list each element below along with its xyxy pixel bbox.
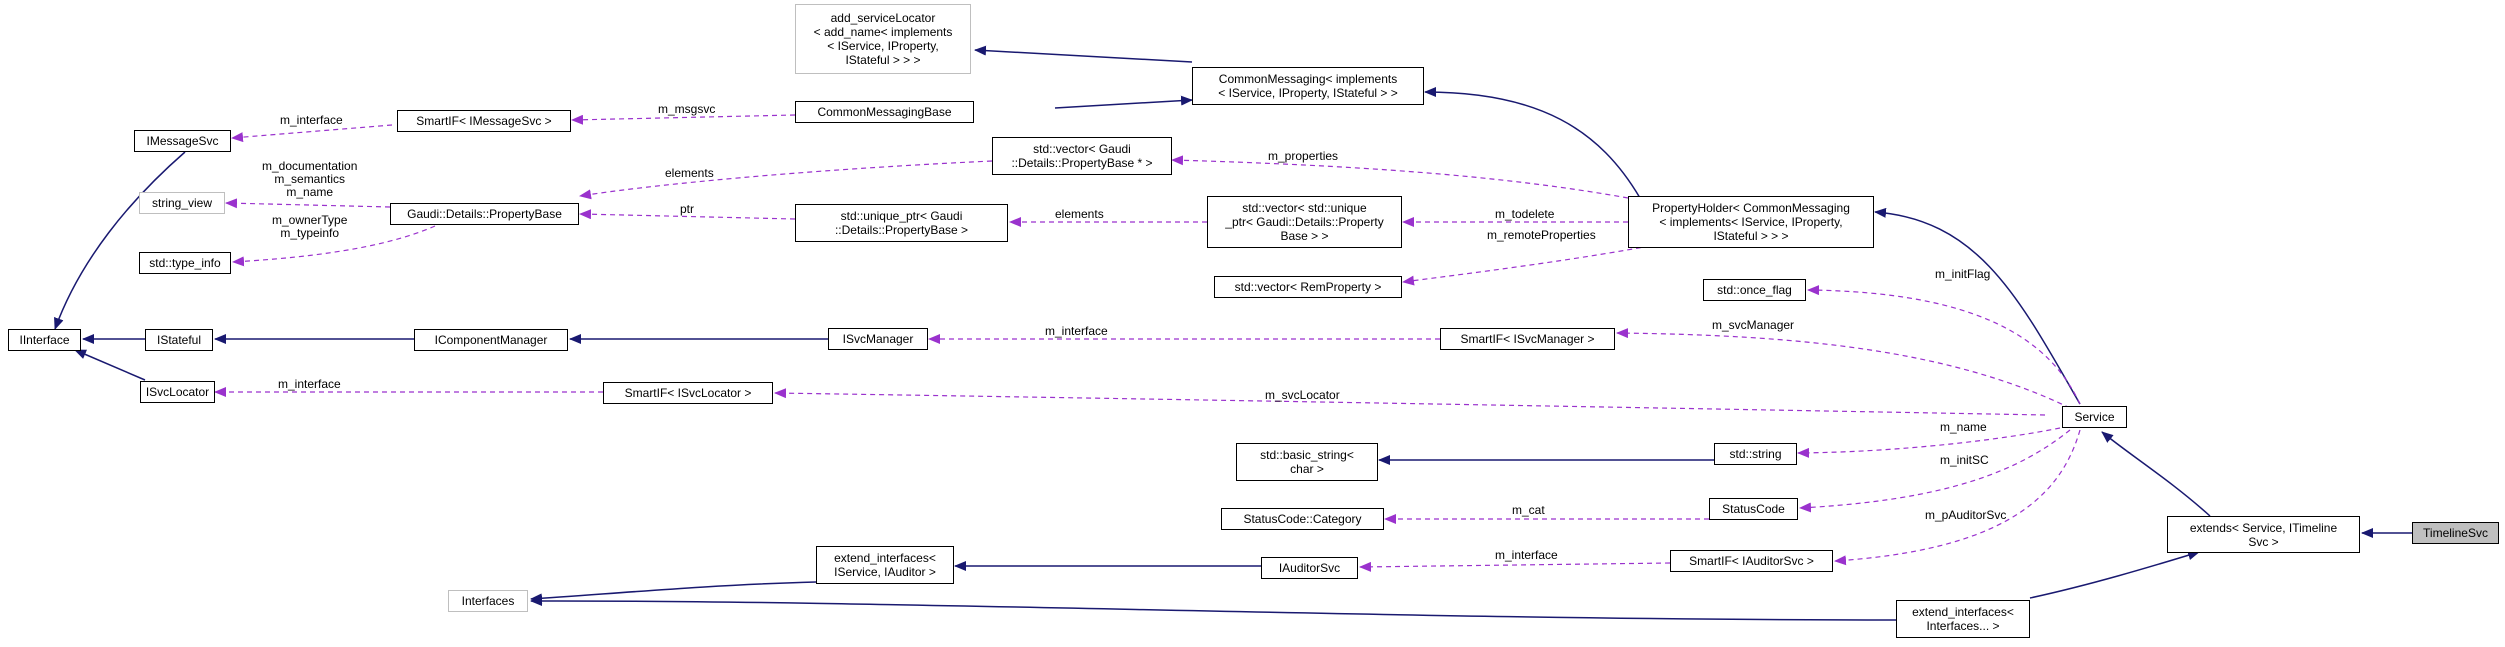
node-extend-interfaces-ellipsis[interactable]: extend_interfaces< Interfaces... > bbox=[1896, 600, 2030, 638]
node-basic-string[interactable]: std::basic_string< char > bbox=[1236, 443, 1378, 481]
label-m-interface-auditor: m_interface bbox=[1495, 548, 1558, 562]
node-iinterface[interactable]: IInterface bbox=[8, 329, 81, 351]
label-m-documentation: m_documentation m_semantics m_name bbox=[262, 159, 358, 199]
edge-extends-service bbox=[2101, 431, 2211, 517]
node-extends-service-itimelinesvc[interactable]: extends< Service, ITimeline Svc > bbox=[2167, 516, 2360, 553]
node-smartif-iauditorsvc[interactable]: SmartIF< IAuditorSvc > bbox=[1670, 550, 1833, 572]
node-std-once-flag[interactable]: std::once_flag bbox=[1703, 279, 1806, 301]
edge-propertyholder-vector bbox=[1171, 155, 1629, 199]
label-m-remoteproperties: m_remoteProperties bbox=[1487, 228, 1596, 242]
label-m-name: m_name bbox=[1940, 420, 1987, 434]
node-string-view[interactable]: string_view bbox=[139, 192, 225, 214]
label-m-initflag: m_initFlag bbox=[1935, 267, 1991, 281]
node-vector-unique-ptr[interactable]: std::vector< std::unique _ptr< Gaudi::De… bbox=[1207, 196, 1402, 248]
edge-commonmessagingbase-smartif bbox=[571, 114, 796, 125]
node-commonmessagingbase[interactable]: CommonMessagingBase bbox=[795, 101, 974, 123]
node-extend-interfaces-iservice-iauditor[interactable]: extend_interfaces< IService, IAuditor > bbox=[816, 546, 954, 584]
edge-service-smartif-isvcmanager bbox=[1616, 328, 2071, 409]
node-std-string[interactable]: std::string bbox=[1714, 443, 1797, 465]
node-gaudi-details-propertybase[interactable]: Gaudi::Details::PropertyBase bbox=[390, 203, 579, 225]
label-m-todelete: m_todelete bbox=[1495, 207, 1555, 221]
edge-smartif-iauditorsvc bbox=[1359, 561, 1671, 572]
edge-service-propertyholder bbox=[1874, 207, 2081, 405]
edge-service-statuscode bbox=[1799, 429, 2071, 513]
node-smartif-imessagesvc[interactable]: SmartIF< IMessageSvc > bbox=[397, 110, 571, 132]
node-icomponentmanager[interactable]: IComponentManager bbox=[414, 329, 568, 351]
edge-propertyholder-vectorrem bbox=[1402, 245, 1651, 286]
node-smartif-isvcmanager[interactable]: SmartIF< ISvcManager > bbox=[1440, 328, 1615, 350]
node-vector-propertybase-ptr[interactable]: std::vector< Gaudi ::Details::PropertyBa… bbox=[992, 137, 1172, 175]
edge-service-smartif-iauditorsvc bbox=[1834, 429, 2081, 566]
node-vector-remproperty[interactable]: std::vector< RemProperty > bbox=[1214, 276, 1402, 298]
node-smartif-isvclocator[interactable]: SmartIF< ISvcLocator > bbox=[603, 382, 773, 404]
node-imessagesvc[interactable]: IMessageSvc bbox=[134, 130, 231, 152]
node-isvcmanager[interactable]: ISvcManager bbox=[828, 328, 928, 350]
edge-vector-propertybase bbox=[579, 160, 993, 200]
node-commonmessaging[interactable]: CommonMessaging< implements < IService, … bbox=[1192, 67, 1424, 105]
label-m-initsc: m_initSC bbox=[1940, 453, 1989, 467]
edge-isvclocator-iinterface bbox=[74, 349, 146, 381]
label-m-pauditorsvc: m_pAuditorSvc bbox=[1925, 508, 2007, 522]
node-statuscode-category[interactable]: StatusCode::Category bbox=[1221, 508, 1384, 530]
label-elements-unique: elements bbox=[1055, 207, 1104, 221]
edge-propertyholder-commonmessaging bbox=[1424, 87, 1641, 199]
label-m-ownertype: m_ownerType m_typeinfo bbox=[272, 213, 348, 240]
node-add-servicelocator[interactable]: add_serviceLocator < add_name< implement… bbox=[795, 4, 971, 74]
edge-extinterfaces-extends bbox=[2029, 550, 2200, 599]
edge-imessagesvc-iinterface bbox=[54, 151, 186, 330]
edge-propertybase-stringview bbox=[225, 198, 391, 209]
edge-service-onceflag bbox=[1807, 285, 2081, 405]
node-istateful[interactable]: IStateful bbox=[145, 329, 213, 351]
edge-extiface-iservice-interfaces bbox=[530, 581, 817, 604]
label-m-properties: m_properties bbox=[1268, 149, 1339, 163]
label-m-svcmanager: m_svcManager bbox=[1712, 318, 1795, 332]
node-propertyholder[interactable]: PropertyHolder< CommonMessaging < implem… bbox=[1628, 196, 1874, 248]
label-m-svclocator: m_svcLocator bbox=[1265, 388, 1340, 402]
node-timelinesvc[interactable]: TimelineSvc bbox=[2412, 522, 2499, 544]
label-m-msgsvc: m_msgsvc bbox=[658, 102, 716, 116]
edge-commonmessaging-addservicelocator bbox=[974, 45, 1193, 63]
node-service[interactable]: Service bbox=[2062, 406, 2127, 428]
label-m-interface-msg: m_interface bbox=[280, 113, 343, 127]
node-unique-ptr-propertybase[interactable]: std::unique_ptr< Gaudi ::Details::Proper… bbox=[795, 204, 1008, 242]
label-m-cat: m_cat bbox=[1512, 503, 1545, 517]
edge-service-smartif-isvclocator bbox=[774, 388, 2046, 416]
node-std-type-info[interactable]: std::type_info bbox=[139, 252, 231, 274]
edge-commonmessagingbase-commonmessaging bbox=[1054, 95, 1193, 109]
label-elements-vector: elements bbox=[665, 166, 714, 180]
label-m-interface-svcmgr: m_interface bbox=[1045, 324, 1108, 338]
label-m-interface-svcloc: m_interface bbox=[278, 377, 341, 391]
edge-extinterfaces-interfaces bbox=[530, 595, 1897, 621]
node-interfaces[interactable]: Interfaces bbox=[448, 590, 528, 612]
edge-propertybase-typeinfo bbox=[232, 225, 436, 267]
label-ptr: ptr bbox=[680, 202, 695, 216]
node-iauditorsvc[interactable]: IAuditorSvc bbox=[1261, 557, 1358, 579]
node-isvclocator[interactable]: ISvcLocator bbox=[140, 381, 215, 403]
node-statuscode[interactable]: StatusCode bbox=[1709, 498, 1798, 520]
